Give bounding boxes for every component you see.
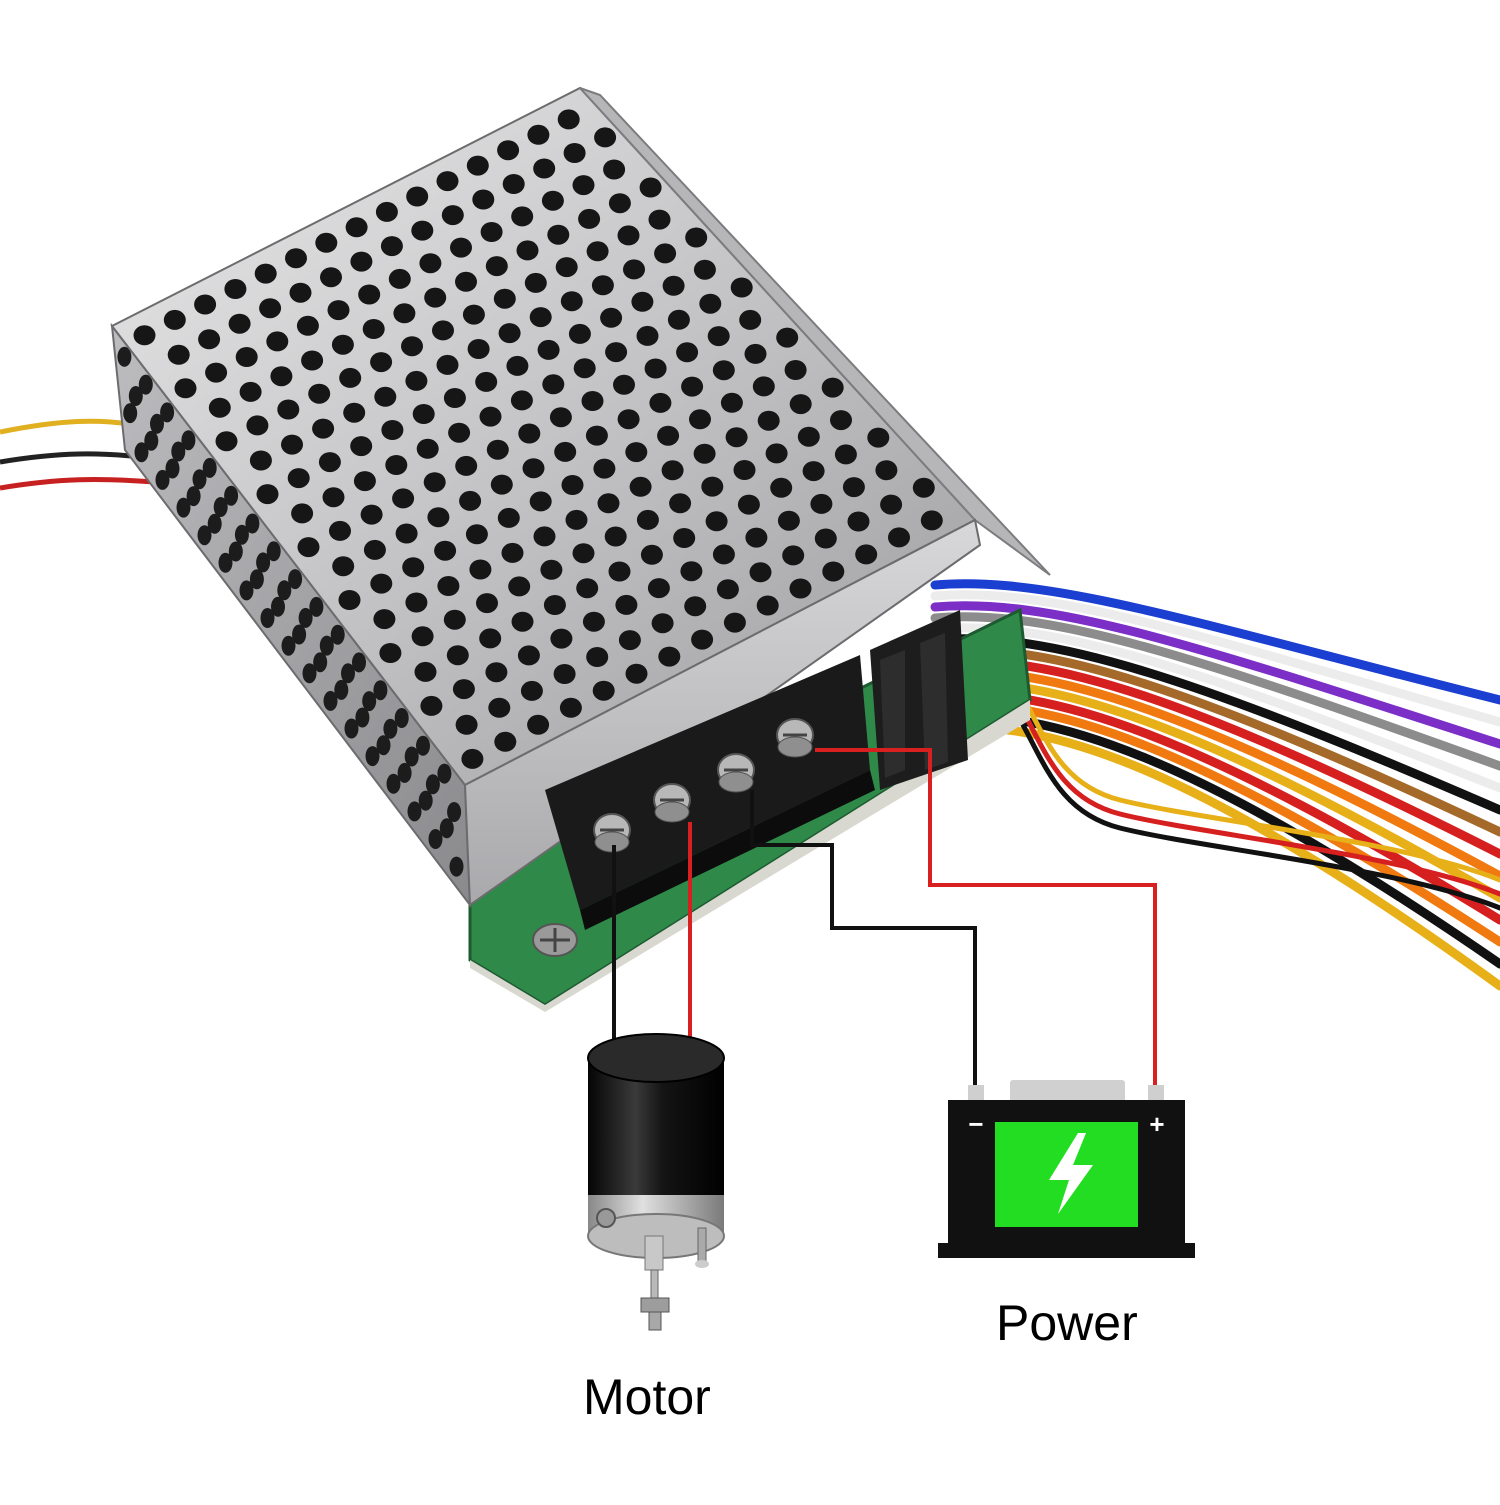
lightning-bolt-icon [1049, 1133, 1093, 1214]
motor-wires [612, 822, 692, 1050]
power-wires [750, 748, 1157, 1088]
battery-icon: − + [938, 1080, 1195, 1258]
dc-motor-icon [587, 1033, 725, 1331]
power-negative-wire [750, 790, 977, 1088]
battery-negative-symbol: − [968, 1109, 983, 1139]
battery-positive-symbol: + [1149, 1109, 1164, 1139]
terminal-block [545, 655, 875, 930]
signal-connector [870, 610, 968, 790]
mounting-screw [532, 923, 578, 957]
power-positive-wire [815, 748, 1157, 1088]
power-label: Power [996, 1295, 1138, 1351]
motor-label: Motor [583, 1369, 711, 1425]
